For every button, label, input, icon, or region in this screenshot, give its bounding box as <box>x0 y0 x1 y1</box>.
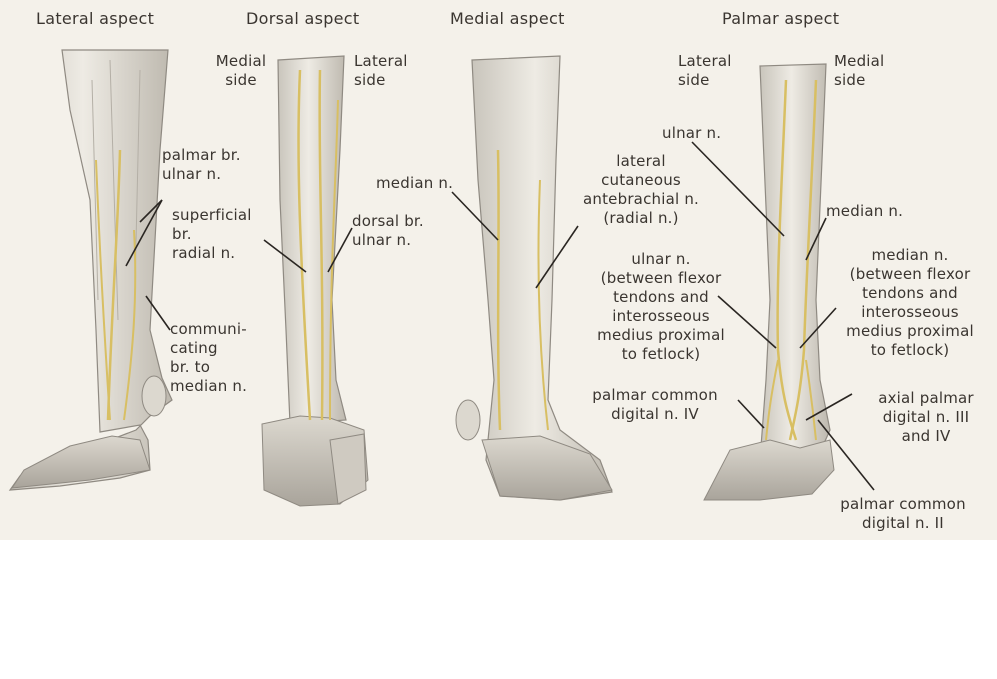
heading-lateral-aspect: Lateral aspect <box>36 9 155 28</box>
dorsal-nerve-medial <box>297 69 312 421</box>
dorsal-limb <box>261 55 369 507</box>
dorsal-nerve-ulnar <box>329 99 339 421</box>
label-median-between: median n. (between flexor tendons and in… <box>846 246 974 359</box>
leader-axial-palmar <box>805 393 853 421</box>
palmar-limb <box>703 63 835 501</box>
leader-lateral-cutaneous <box>535 225 579 289</box>
label-palmar-lateral-side: Lateral side <box>678 52 732 89</box>
label-superficial-br-radial: superficial br. radial n. <box>172 206 252 262</box>
leader-ulnar-between <box>717 295 777 349</box>
label-palmar-common-ii: palmar common digital n. II <box>840 495 966 532</box>
lateral-nerve-radial <box>95 159 111 421</box>
palmar-hoof <box>703 439 835 501</box>
leader-palmar-br-b <box>139 199 163 223</box>
dorsal-nerve-lateral <box>318 69 324 421</box>
medial-hoof <box>481 435 613 501</box>
dorsal-limb-outline <box>277 55 347 425</box>
label-palmar-br-ulnar: palmar br. ulnar n. <box>162 146 241 183</box>
medial-nerve-median <box>496 149 502 431</box>
lateral-limb <box>8 49 173 491</box>
label-ulnar-between: ulnar n. (between flexor tendons and int… <box>597 250 725 363</box>
dorsal-hoof-side <box>329 433 367 505</box>
label-communicating-br: communi- cating br. to median n. <box>170 320 248 395</box>
palmar-nerve-ulnar <box>776 79 798 441</box>
label-dorsal-lateral-side: Lateral side <box>354 52 408 89</box>
label-dorsal-medial-side: Medial side <box>215 52 267 89</box>
palmar-nerve-common-iv <box>765 359 779 441</box>
label-axial-palmar: axial palmar digital n. III and IV <box>878 389 974 445</box>
label-palmar-medial-side: Medial side <box>834 52 885 89</box>
leader-palmar-br-a <box>125 199 163 267</box>
lateral-hoof <box>10 435 151 489</box>
label-median-n-medial: median n. <box>376 174 454 192</box>
heading-palmar-aspect: Palmar aspect <box>722 9 840 28</box>
leader-median-between <box>799 307 837 349</box>
label-lateral-cutaneous: lateral cutaneous antebrachial n. (radia… <box>582 152 699 227</box>
leader-ulnar-palmar <box>691 141 785 237</box>
leader-median-medial <box>451 191 499 241</box>
palmar-nerve-median <box>788 79 818 441</box>
lateral-nerve-ulnar <box>106 149 122 421</box>
leader-median-palmar <box>805 217 827 261</box>
lateral-limb-outline <box>8 49 173 491</box>
leader-common-iv <box>737 399 765 429</box>
medial-nerve-cutaneous <box>537 179 549 431</box>
leader-communicating <box>145 295 171 331</box>
leader-dorsal-br <box>327 227 353 273</box>
palmar-nerve-common-ii <box>805 359 817 441</box>
medial-ergot <box>455 399 481 441</box>
anatomy-figure: Lateral aspect Dorsal aspect Medial aspe… <box>0 0 997 540</box>
label-dorsal-br-ulnar: dorsal br. ulnar n. <box>352 212 424 249</box>
label-ulnar-n-palmar: ulnar n. <box>662 124 722 142</box>
label-palmar-common-iv: palmar common digital n. IV <box>592 386 718 423</box>
heading-dorsal-aspect: Dorsal aspect <box>246 9 360 28</box>
limb-illustrations <box>8 49 875 507</box>
leader-lines <box>125 141 875 491</box>
label-median-n-palmar: median n. <box>826 202 904 220</box>
lateral-nerve-communicating <box>123 229 137 421</box>
lateral-ergot <box>141 375 167 417</box>
leader-common-ii <box>817 419 875 491</box>
heading-medial-aspect: Medial aspect <box>450 9 565 28</box>
leader-superficial-br <box>263 239 307 273</box>
